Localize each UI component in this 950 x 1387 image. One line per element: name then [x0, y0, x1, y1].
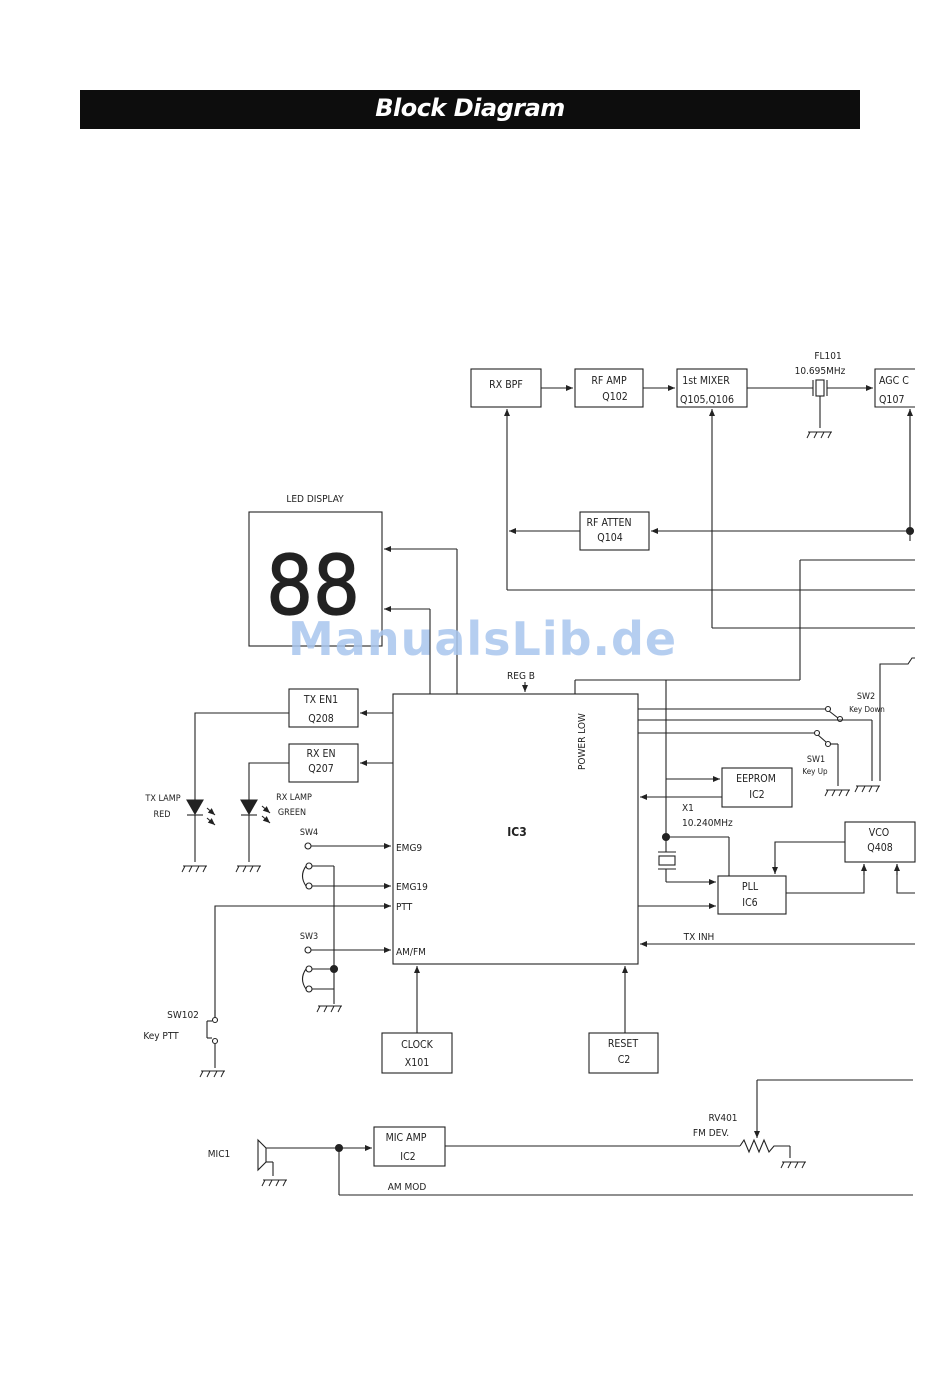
sw4-contact	[304, 842, 312, 850]
watermark: ManualsLib.de	[288, 612, 678, 666]
sw102-ptt-switch: SW102 Key PTT	[143, 1010, 226, 1078]
agc-part: Q107	[879, 394, 904, 406]
vco-block: VCO Q408	[844, 821, 916, 863]
rf-amp-label: RF AMP	[591, 375, 627, 387]
ptt-pin: PTT	[396, 902, 413, 913]
mic1-label: MIC1	[208, 1149, 230, 1160]
mixer-part: Q105,Q106	[680, 394, 734, 406]
fl101-label: FL101	[814, 351, 841, 362]
rf-atten-block: RF ATTEN Q104	[579, 511, 650, 551]
rx-bpf-block: RX BPF	[470, 368, 542, 408]
tx-lamp-led: TX LAMP RED	[144, 794, 216, 873]
vco-label: VCO	[869, 827, 890, 839]
eeprom-part: IC2	[749, 789, 764, 801]
led-digits: 88	[266, 539, 360, 634]
sw3-switch	[301, 964, 343, 1013]
rx-lamp-led: RX LAMP GREEN	[235, 793, 312, 873]
reg-b-label: REG B	[507, 671, 535, 682]
rf-atten-label: RF ATTEN	[586, 517, 631, 529]
reset-part: C2	[618, 1054, 631, 1066]
ic3-controller: IC3 POWER LOW EMG9 EMG19 PTT AM/FM	[392, 693, 639, 965]
rx-en-block: RX EN Q207	[288, 743, 359, 783]
tx-en-part: Q208	[308, 713, 333, 725]
rx-bpf-label: RX BPF	[489, 379, 523, 391]
clock-block: CLOCK X101	[381, 1032, 453, 1074]
rf-amp-part: Q102	[602, 391, 627, 403]
fm-dev-label: FM DEV.	[693, 1128, 729, 1139]
key-up-label: Key Up	[802, 767, 828, 776]
rx-lamp-label: RX LAMP	[276, 793, 312, 803]
eeprom-block: EEPROM IC2	[721, 767, 793, 808]
emg19-switch	[301, 862, 391, 1004]
tx-en-block: TX EN1 Q208	[288, 688, 359, 728]
sw2-label: SW2	[857, 692, 875, 702]
pll-block: PLL IC6	[717, 875, 787, 915]
rf-amp-block: RF AMP Q102	[574, 368, 644, 408]
vco-part: Q408	[867, 842, 892, 854]
clock-part: X101	[405, 1057, 430, 1069]
x1-frequency: 10.240MHz	[682, 818, 733, 829]
tx-inh-label: TX INH	[683, 932, 715, 943]
sw3-contact	[304, 946, 312, 954]
sw102-label: SW102	[167, 1010, 199, 1021]
x1-crystal: X1 10.240MHz	[658, 803, 733, 885]
mixer-label: 1st MIXER	[682, 375, 730, 387]
sw1-key-up-switch: SW1 Key Up	[802, 729, 851, 797]
ic3-label: IC3	[507, 825, 526, 839]
sw4-label: SW4	[300, 828, 318, 838]
am-fm-pin: AM/FM	[396, 947, 426, 958]
reset-label: RESET	[608, 1038, 638, 1050]
key-down-label: Key Down	[849, 705, 885, 714]
sw1-label: SW1	[807, 755, 825, 765]
mic-amp-label: MIC AMP	[386, 1132, 427, 1144]
mixer-block: 1st MIXER Q105,Q106	[676, 368, 748, 408]
led-display-label: LED DISPLAY	[286, 494, 344, 505]
fl101-crystal-filter: FL101 10.695MHz	[747, 351, 873, 439]
am-mod-label: AM MOD	[388, 1182, 427, 1193]
sw3-label: SW3	[300, 932, 318, 942]
mic1-microphone: MIC1	[208, 1138, 290, 1187]
rx-en-label: RX EN	[306, 748, 335, 760]
rx-lamp-color: GREEN	[278, 808, 306, 818]
mic-amp-part: IC2	[400, 1151, 415, 1163]
clock-label: CLOCK	[401, 1039, 434, 1051]
tx-lamp-color: RED	[154, 810, 171, 820]
emg9-pin: EMG9	[396, 843, 422, 854]
mic-amp-block: MIC AMP IC2	[373, 1126, 446, 1167]
sw2-key-down-switch: SW2 Key Down	[824, 692, 885, 723]
emg19-pin: EMG19	[396, 882, 428, 893]
tx-en-label: TX EN1	[303, 694, 338, 706]
rx-en-part: Q207	[308, 763, 333, 775]
reset-block: RESET C2	[588, 1032, 659, 1074]
pll-label: PLL	[742, 881, 759, 893]
page-title: Block Diagram	[375, 94, 565, 122]
rv401-label: RV401	[708, 1113, 737, 1124]
tx-lamp-label: TX LAMP	[144, 794, 180, 804]
led-display: LED DISPLAY 88	[248, 494, 383, 647]
eeprom-label: EEPROM	[736, 773, 776, 785]
pll-part: IC6	[742, 897, 757, 909]
rf-atten-part: Q104	[597, 532, 622, 544]
agc-label: AGC C	[879, 375, 909, 387]
key-ptt-label: Key PTT	[143, 1031, 179, 1042]
title-banner: Block Diagram	[80, 90, 860, 129]
power-low-label: POWER LOW	[577, 713, 588, 770]
fl101-frequency: 10.695MHz	[795, 366, 846, 377]
x1-label: X1	[682, 803, 694, 814]
rv401-potentiometer: RV401 FM DEV.	[693, 1079, 913, 1169]
agc-block: AGC C Q107	[874, 368, 915, 408]
